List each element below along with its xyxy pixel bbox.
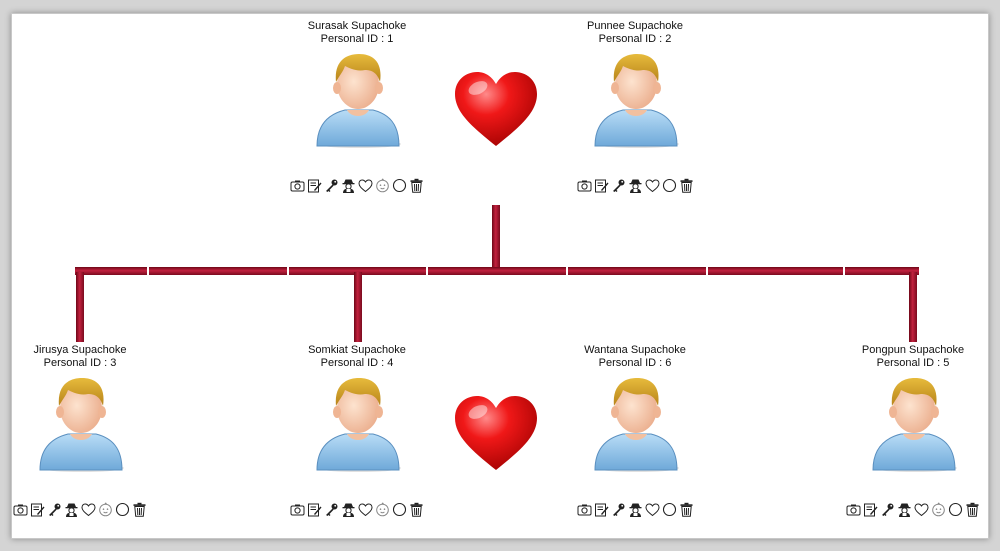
- edit-icon[interactable]: [307, 178, 322, 193]
- key-icon[interactable]: [324, 178, 339, 193]
- person-actions: [0, 502, 165, 517]
- trash-icon[interactable]: [679, 502, 694, 517]
- person-actions: [550, 178, 720, 193]
- baby-face-icon[interactable]: [375, 178, 390, 193]
- person-actions: [828, 502, 998, 517]
- key-icon[interactable]: [611, 502, 626, 517]
- camera-icon[interactable]: [577, 178, 592, 193]
- circle-icon[interactable]: [948, 502, 963, 517]
- person-id: Personal ID : 3: [43, 357, 117, 369]
- camera-icon[interactable]: [290, 178, 305, 193]
- user-avatar-icon[interactable]: [30, 372, 130, 472]
- person-name: Jirusya Supachoke: [33, 344, 127, 356]
- person-id: Personal ID : 4: [320, 357, 394, 369]
- trash-icon[interactable]: [679, 178, 694, 193]
- marriage-heart-icon: [451, 394, 541, 474]
- circle-icon[interactable]: [115, 502, 130, 517]
- marriage-heart-icon: [451, 70, 541, 150]
- edit-icon[interactable]: [594, 178, 609, 193]
- edit-icon[interactable]: [594, 502, 609, 517]
- person-id: Personal ID : 2: [598, 33, 672, 45]
- camera-icon[interactable]: [13, 502, 28, 517]
- trash-icon[interactable]: [132, 502, 147, 517]
- person-name: Somkiat Supachoke: [308, 344, 406, 356]
- person-card: Surasak Supachoke Personal ID : 1: [272, 20, 442, 205]
- trash-icon[interactable]: [409, 178, 424, 193]
- person-id: Personal ID : 6: [598, 357, 672, 369]
- edit-icon[interactable]: [863, 502, 878, 517]
- key-icon[interactable]: [47, 502, 62, 517]
- key-icon[interactable]: [324, 502, 339, 517]
- detective-icon[interactable]: [628, 178, 643, 193]
- user-avatar-icon[interactable]: [307, 372, 407, 472]
- person-actions: [272, 178, 442, 193]
- trash-icon[interactable]: [965, 502, 980, 517]
- detective-icon[interactable]: [897, 502, 912, 517]
- key-icon[interactable]: [611, 178, 626, 193]
- edit-icon[interactable]: [30, 502, 45, 517]
- branch-line: [75, 267, 919, 275]
- heart-outline-icon[interactable]: [644, 502, 660, 517]
- camera-icon[interactable]: [290, 502, 305, 517]
- person-card: Somkiat Supachoke Personal ID : 4: [272, 344, 442, 529]
- tree-connector: [70, 200, 930, 345]
- person-actions: [550, 502, 720, 517]
- camera-icon[interactable]: [577, 502, 592, 517]
- person-card: Wantana Supachoke Personal ID : 6: [550, 344, 720, 529]
- drop-line-2: [354, 272, 362, 342]
- user-avatar-icon[interactable]: [307, 48, 407, 148]
- circle-icon[interactable]: [392, 178, 407, 193]
- heart-outline-icon[interactable]: [358, 502, 373, 517]
- circle-icon[interactable]: [662, 502, 677, 517]
- key-icon[interactable]: [880, 502, 895, 517]
- person-actions: [272, 502, 442, 517]
- camera-icon[interactable]: [846, 502, 861, 517]
- trunk-line: [492, 205, 500, 271]
- person-name: Surasak Supachoke: [307, 20, 407, 32]
- person-card: Punnee Supachoke Personal ID : 2: [550, 20, 720, 205]
- trash-icon[interactable]: [409, 502, 424, 517]
- baby-face-icon[interactable]: [375, 502, 390, 517]
- person-name: Punnee Supachoke: [586, 20, 684, 32]
- detective-icon[interactable]: [341, 502, 356, 517]
- circle-icon[interactable]: [392, 502, 407, 517]
- edit-icon[interactable]: [307, 502, 322, 517]
- user-avatar-icon[interactable]: [585, 48, 685, 148]
- person-id: Personal ID : 1: [320, 33, 394, 45]
- user-avatar-icon[interactable]: [863, 372, 963, 472]
- heart-outline-icon[interactable]: [81, 502, 96, 517]
- heart-outline-icon[interactable]: [358, 178, 373, 193]
- person-name: Wantana Supachoke: [584, 344, 686, 356]
- heart-outline-icon[interactable]: [914, 502, 929, 517]
- drop-line-3: [909, 272, 917, 342]
- baby-face-icon[interactable]: [98, 502, 113, 517]
- detective-icon[interactable]: [64, 502, 79, 517]
- person-name: Pongpun Supachoke: [861, 344, 965, 356]
- user-avatar-icon[interactable]: [585, 372, 685, 472]
- circle-icon[interactable]: [662, 178, 677, 193]
- baby-face-icon[interactable]: [931, 502, 946, 517]
- detective-icon[interactable]: [341, 178, 356, 193]
- person-id: Personal ID : 5: [876, 357, 950, 369]
- heart-outline-icon[interactable]: [644, 178, 660, 193]
- detective-icon[interactable]: [628, 502, 643, 517]
- drop-line-1: [76, 272, 84, 342]
- person-card: Pongpun Supachoke Personal ID : 5: [828, 344, 998, 529]
- person-card: Jirusya Supachoke Personal ID : 3: [0, 344, 165, 529]
